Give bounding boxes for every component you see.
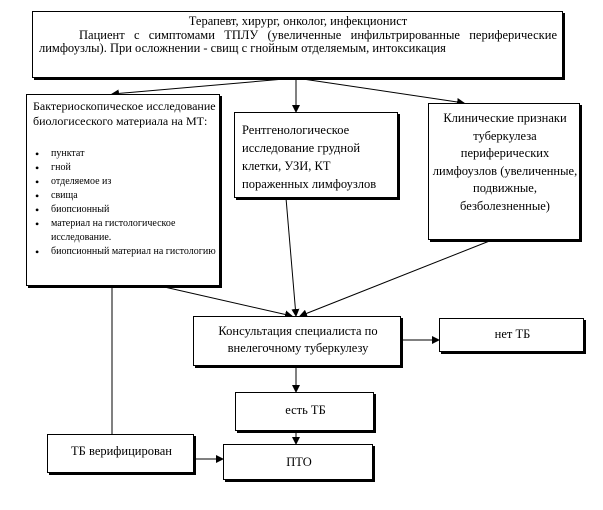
no-tb-box: нет ТБ bbox=[439, 318, 584, 352]
tb-verified-text: ТБ верифицирован bbox=[71, 444, 172, 458]
arrow-clinical-to-consult bbox=[299, 239, 493, 318]
no-tb-text: нет ТБ bbox=[494, 327, 531, 341]
list-item: пунктат bbox=[31, 147, 217, 161]
list-item: свища bbox=[31, 189, 217, 203]
bacterioscopic-box: Бактериоскопическое исследование биологи… bbox=[26, 94, 220, 286]
xray-text: Рентгенологическое исследование грудной … bbox=[242, 123, 377, 191]
top-box: Терапевт, хирург, онколог, инфекционист … bbox=[32, 11, 563, 78]
xray-box: Рентгенологическое исследование грудной … bbox=[234, 112, 398, 198]
top-box-text: Пациент с симптомами ТПЛУ (увеличенные и… bbox=[39, 28, 557, 55]
yes-tb-box: есть ТБ bbox=[235, 392, 374, 431]
list-item: отделяемое из bbox=[31, 175, 217, 189]
bacterioscopic-title: Бактериоскопическое исследование биологи… bbox=[33, 99, 216, 128]
pto-box: ПТО bbox=[223, 444, 373, 480]
arrow-top-to-clinical bbox=[295, 77, 465, 106]
yes-tb-text: есть ТБ bbox=[285, 403, 326, 417]
list-item: биопсионный материал на гистологию bbox=[31, 245, 217, 259]
consultation-box: Консультация специалиста по внелегочному… bbox=[193, 316, 401, 366]
tb-verified-box: ТБ верифицирован bbox=[47, 434, 194, 473]
top-box-title: Терапевт, хирург, онколог, инфекционист bbox=[188, 14, 408, 28]
list-item: материал на гистологическое исследование… bbox=[31, 217, 217, 245]
bacterioscopic-list: пунктат гной отделяемое из свища биопсио… bbox=[31, 147, 217, 259]
clinical-text: Клинические признаки туберкулеза перифер… bbox=[432, 111, 578, 213]
arrow-top-to-bact bbox=[111, 77, 297, 98]
consultation-text: Консультация специалиста по внелегочному… bbox=[218, 324, 378, 355]
pto-text: ПТО bbox=[286, 455, 312, 469]
arrow-bact-to-consult bbox=[159, 285, 293, 319]
arrow-xray-to-consult bbox=[285, 197, 300, 317]
list-item: биопсионный bbox=[31, 203, 217, 217]
clinical-box: Клинические признаки туберкулеза перифер… bbox=[428, 103, 580, 240]
list-item: гной bbox=[31, 161, 217, 175]
